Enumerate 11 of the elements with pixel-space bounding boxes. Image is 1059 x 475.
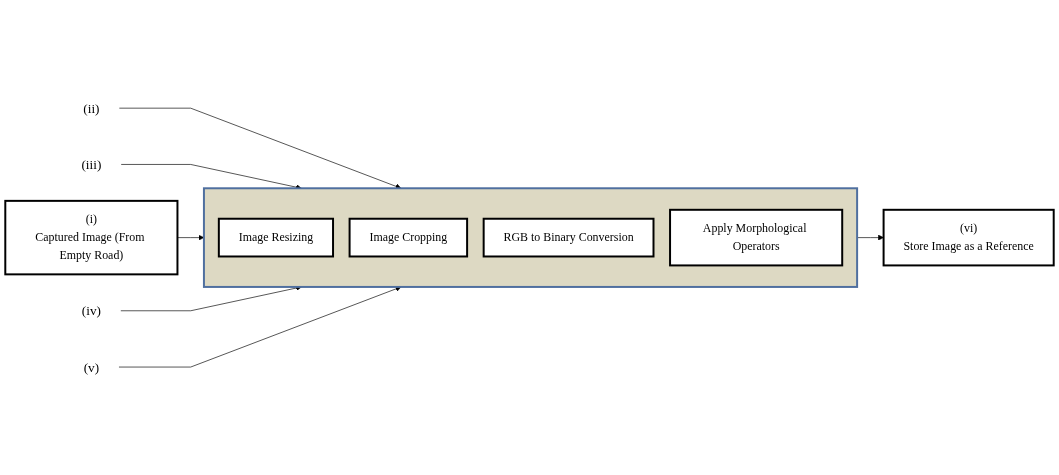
node-box: Image Resizing bbox=[217, 217, 335, 258]
cluster bbox=[202, 187, 859, 288]
node-text: (v) bbox=[83, 359, 100, 375]
node-text: (iv) bbox=[81, 303, 101, 318]
node-box: (i) Captured Image (From Empty Road) bbox=[4, 199, 179, 276]
node-text: (ii) bbox=[83, 100, 100, 116]
node-box: Image Cropping bbox=[348, 217, 469, 258]
node-box: RGB to Binary Conversion bbox=[482, 217, 655, 258]
node-text: (iii) bbox=[81, 157, 102, 172]
node-box: Apply Morphological Operators bbox=[669, 208, 844, 267]
node-box: (vi) Store Image as a Reference bbox=[882, 208, 1055, 267]
